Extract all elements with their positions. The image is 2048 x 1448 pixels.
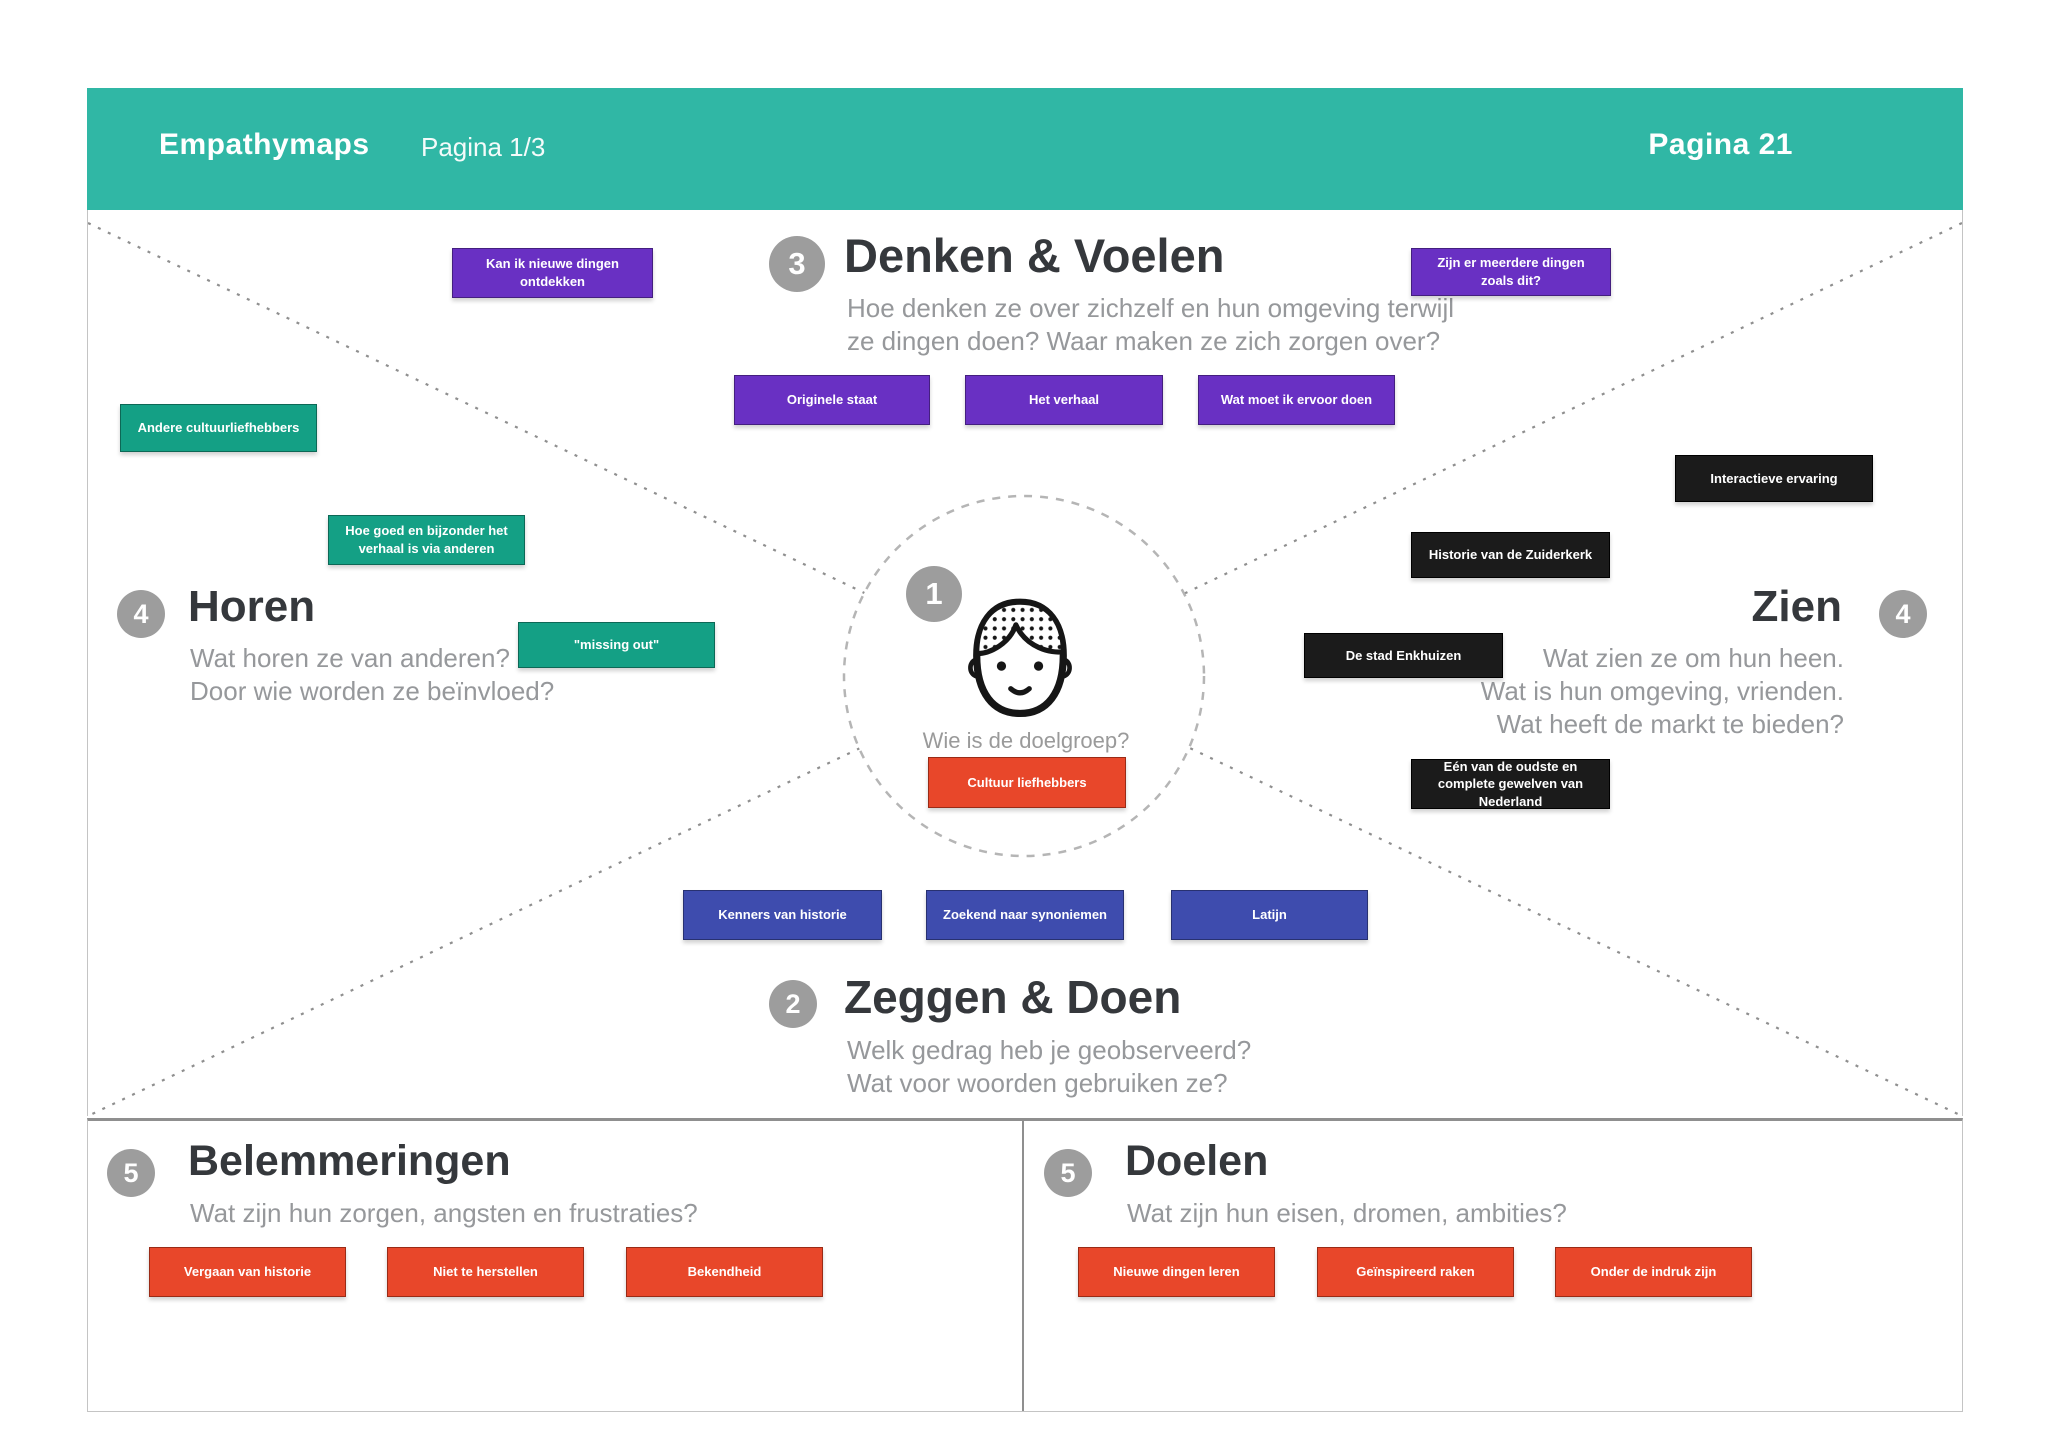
sticky-note-orange[interactable]: Nieuwe dingen leren bbox=[1078, 1247, 1275, 1297]
sticky-note-purple[interactable]: Zijn er meerdere dingen zoals dit? bbox=[1411, 248, 1611, 296]
page-header: Empathymaps Pagina 1/3 Pagina 21 bbox=[87, 88, 1963, 210]
section-number-badge-see: 4 bbox=[1879, 590, 1927, 638]
section-subtitle-say-do: Welk gedrag heb je geobserveerd? Wat voo… bbox=[847, 1035, 1252, 1098]
page-title: Empathymaps bbox=[159, 128, 370, 161]
sticky-note-black[interactable]: De stad Enkhuizen bbox=[1304, 633, 1503, 678]
sticky-note-orange[interactable]: Vergaan van historie bbox=[149, 1247, 346, 1297]
sticky-note-purple[interactable]: Originele staat bbox=[734, 375, 930, 425]
sticky-note-black[interactable]: Interactieve ervaring bbox=[1675, 455, 1873, 502]
section-number-badge-obstacles: 5 bbox=[107, 1149, 155, 1197]
sticky-note-blue[interactable]: Zoekend naar synoniemen bbox=[926, 890, 1124, 940]
section-number-badge-hear: 4 bbox=[117, 590, 165, 638]
sticky-note-black[interactable]: Historie van de Zuiderkerk bbox=[1411, 532, 1610, 578]
sticky-note-purple[interactable]: Het verhaal bbox=[965, 375, 1163, 425]
sticky-note-black[interactable]: Eén van de oudste en complete gewelven v… bbox=[1411, 759, 1610, 809]
sticky-note-blue[interactable]: Kenners van historie bbox=[683, 890, 882, 940]
section-number-badge-say-do: 2 bbox=[769, 980, 817, 1028]
sticky-note-purple[interactable]: Wat moet ik ervoor doen bbox=[1198, 375, 1395, 425]
sticky-note-purple[interactable]: Kan ik nieuwe dingen ontdekken bbox=[452, 248, 653, 298]
empathy-map-canvas: 3 Denken & Voelen Hoe denken ze over zic… bbox=[87, 210, 1963, 1116]
sticky-note-green[interactable]: Hoe goed en bijzonder het verhaal is via… bbox=[328, 515, 525, 565]
page-indicator: Pagina 1/3 bbox=[421, 132, 546, 162]
sticky-note-persona[interactable]: Cultuur liefhebbers bbox=[928, 757, 1126, 808]
section-subtitle-goals: Wat zijn hun eisen, dromen, ambities? bbox=[1127, 1198, 1567, 1228]
section-number-badge-goals: 5 bbox=[1044, 1149, 1092, 1197]
sticky-note-orange[interactable]: Onder de indruk zijn bbox=[1555, 1247, 1752, 1297]
sticky-note-green[interactable]: "missing out" bbox=[518, 622, 715, 668]
section-number-badge-persona: 1 bbox=[906, 566, 962, 622]
sticky-note-green[interactable]: Andere cultuurliefhebbers bbox=[120, 404, 317, 452]
sticky-note-orange[interactable]: Bekendheid bbox=[626, 1247, 823, 1297]
persona-question-label: Wie is de doelgroep? bbox=[922, 728, 1130, 753]
section-title-obstacles: Belemmeringen bbox=[188, 1137, 511, 1185]
section-subtitle-see: Wat zien ze om hun heen. Wat is hun omge… bbox=[1480, 643, 1844, 739]
section-title-think-feel: Denken & Voelen bbox=[844, 229, 1225, 282]
section-subtitle-think-feel: Hoe denken ze over zichzelf en hun omgev… bbox=[847, 293, 1455, 356]
section-title-hear: Horen bbox=[188, 582, 316, 631]
sticky-note-orange[interactable]: Geïnspireerd raken bbox=[1317, 1247, 1514, 1297]
section-subtitle-obstacles: Wat zijn hun zorgen, angsten en frustrat… bbox=[190, 1198, 698, 1228]
persona-avatar-icon bbox=[968, 598, 1072, 718]
section-number-badge-think-feel: 3 bbox=[769, 236, 825, 292]
sticky-note-blue[interactable]: Latijn bbox=[1171, 890, 1368, 940]
section-subtitle-hear: Wat horen ze van anderen? Door wie worde… bbox=[190, 643, 555, 706]
page-number: Pagina 21 bbox=[1648, 128, 1793, 161]
section-title-say-do: Zeggen & Doen bbox=[844, 971, 1182, 1023]
section-title-see: Zien bbox=[1751, 582, 1842, 631]
section-title-goals: Doelen bbox=[1125, 1137, 1269, 1185]
sticky-note-orange[interactable]: Niet te herstellen bbox=[387, 1247, 584, 1297]
panel-divider bbox=[1022, 1121, 1024, 1411]
empathy-map-page: Empathymaps Pagina 1/3 Pagina 21 3 Denke… bbox=[87, 88, 1963, 1412]
bottom-panels: 5 Belemmeringen Wat zijn hun zorgen, ang… bbox=[87, 1118, 1963, 1412]
